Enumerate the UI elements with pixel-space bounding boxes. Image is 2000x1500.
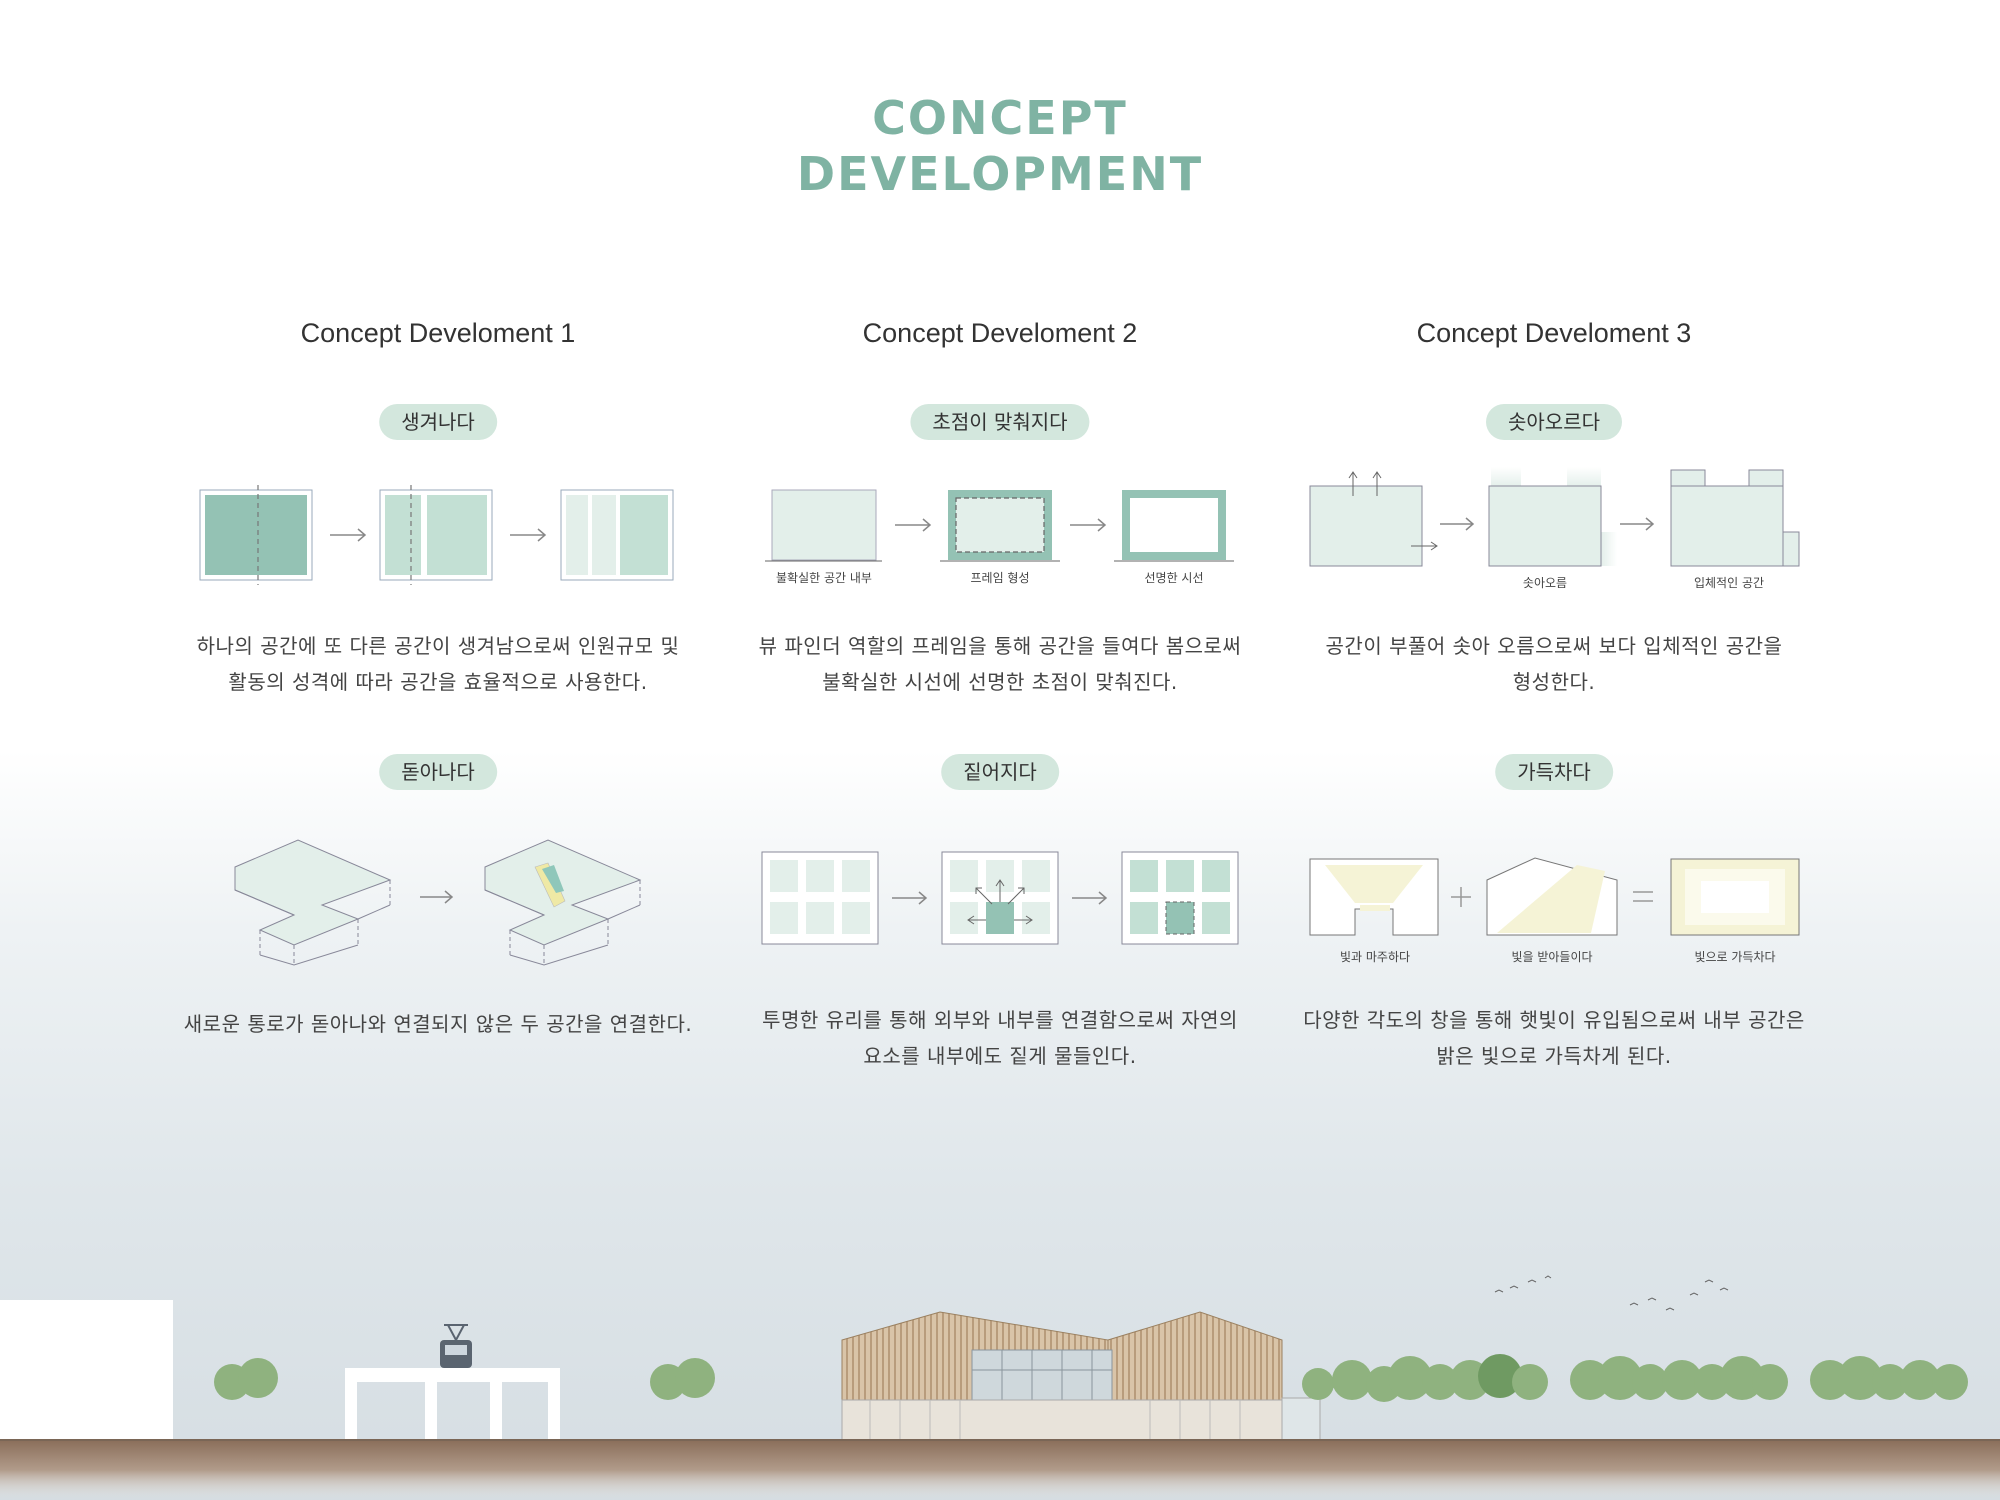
light-step-3 [1670, 858, 1800, 936]
column-title-1: Concept Develoment 1 [300, 318, 576, 348]
arrow-icon [892, 891, 928, 905]
title-line-2: DEVELOPMENT [796, 147, 1204, 201]
description-line: 하나의 공간에 또 다른 공간이 생겨남으로써 인원규모 및 [196, 634, 680, 658]
rise-step-1 [1309, 471, 1438, 567]
focus-step-2 [940, 490, 1060, 562]
deepen-step-3 [1121, 851, 1239, 945]
description-1-2: 새로운 통로가 돋아나와 연결되지 않은 두 공간을 연결한다. [178, 1006, 698, 1042]
description-3-1: 공간이 부풀어 솟아 오름으로써 보다 입체적인 공간을 형성한다. [1294, 628, 1814, 700]
keyword-pill-2-1: 초점이 맞춰지다 [910, 404, 1090, 440]
description-line: 투명한 유리를 통해 외부와 내부를 연결함으로써 자연의 [762, 1008, 1238, 1032]
keyword-pill-3-1: 솟아오르다 [1486, 404, 1622, 440]
tree-group [214, 1354, 1968, 1402]
page-title: CONCEPT DEVELOPMENT [0, 90, 2000, 202]
arrow-icon [330, 528, 367, 542]
deepen-step-2 [941, 851, 1059, 945]
diagram-fill-light: 빛과 마주하다 빛을 받아들이다 빛으로 가득차다 [1309, 857, 1800, 964]
sprout-step-2 [484, 839, 642, 966]
description-line: 새로운 통로가 돋아나와 연결되지 않은 두 공간을 연결한다. [183, 1012, 693, 1036]
description-line: 활동의 성격에 따라 공간을 효율적으로 사용한다. [228, 670, 648, 694]
plus-icon [1451, 887, 1471, 907]
focus-step-1 [765, 489, 882, 562]
tram-station [345, 1324, 560, 1442]
description-2-2: 투명한 유리를 통해 외부와 내부를 연결함으로써 자연의 요소를 내부에도 짙… [740, 1002, 1260, 1074]
description-line: 뷰 파인더 역할의 프레임을 통해 공간을 들여다 봄으로써 [758, 634, 1242, 658]
arrow-icon [420, 890, 454, 904]
description-line: 요소를 내부에도 짙게 물들인다. [863, 1044, 1137, 1068]
arrow-icon [1070, 518, 1107, 532]
description-line: 형성한다. [1512, 670, 1596, 694]
rise-step-2 [1488, 467, 1617, 567]
arrow-icon [1440, 517, 1475, 531]
caption-full-light: 빛으로 가득차다 [1694, 950, 1775, 964]
description-line: 불확실한 시선에 선명한 초점이 맞춰진다. [822, 670, 1178, 694]
left-building [0, 1300, 173, 1440]
description-line: 밝은 빛으로 가득차게 된다. [1436, 1044, 1672, 1068]
bird-flock [1494, 1275, 1729, 1311]
light-step-1 [1309, 858, 1439, 936]
description-3-2: 다양한 각도의 창을 통해 햇빛이 유입됨으로써 내부 공간은 밝은 빛으로 가… [1294, 1002, 1814, 1074]
title-line-1: CONCEPT [872, 91, 1128, 145]
diagram-deepen [761, 851, 1239, 945]
description-2-1: 뷰 파인더 역할의 프레임을 통해 공간을 들여다 봄으로써 불확실한 시선에 … [740, 628, 1260, 700]
column-title-2: Concept Develoment 2 [862, 318, 1138, 348]
caption-3d-space: 입체적인 공간 [1694, 576, 1764, 590]
description-line: 다양한 각도의 창을 통해 햇빛이 유입됨으로써 내부 공간은 [1303, 1008, 1805, 1032]
caption-receive-light: 빛을 받아들이다 [1511, 950, 1592, 964]
caption-clear-view: 선명한 시선 [1144, 571, 1203, 585]
emerge-step-1 [199, 485, 313, 585]
equals-icon [1633, 891, 1653, 902]
arrow-icon [1072, 891, 1108, 905]
focus-step-3 [1114, 490, 1234, 562]
diagram-emerge [199, 485, 674, 585]
caption-face-light: 빛과 마주하다 [1340, 950, 1410, 964]
description-line: 공간이 부풀어 솟아 오름으로써 보다 입체적인 공간을 [1325, 634, 1783, 658]
diagram-focus: 불확실한 공간 내부 프레임 형성 선명한 시선 [765, 489, 1234, 585]
diagram-rise: 솟아오름 입체적인 공간 [1309, 467, 1800, 590]
keyword-pill-3-2: 가득차다 [1495, 754, 1613, 790]
caption-rising: 솟아오름 [1523, 576, 1567, 590]
keyword-pill-1-2: 돋아나다 [379, 754, 497, 790]
column-title-3: Concept Develoment 3 [1416, 318, 1692, 348]
ground-soil [0, 1440, 2000, 1500]
rise-step-3 [1670, 469, 1800, 567]
emerge-step-3 [560, 489, 674, 581]
keyword-pill-2-2: 짙어지다 [941, 754, 1059, 790]
caption-frame: 프레임 형성 [970, 571, 1029, 585]
sprout-step-1 [234, 839, 392, 966]
elevation-illustration [0, 1275, 2000, 1500]
main-building [841, 1311, 1321, 1443]
diagram-sprout [234, 839, 642, 966]
deepen-step-1 [761, 851, 879, 945]
description-1-1: 하나의 공간에 또 다른 공간이 생겨남으로써 인원규모 및 활동의 성격에 따… [178, 628, 698, 700]
light-step-2 [1486, 857, 1618, 936]
arrow-icon [895, 518, 932, 532]
emerge-step-2 [379, 485, 493, 585]
keyword-pill-1-1: 생겨나다 [379, 404, 497, 440]
caption-unclear-space: 불확실한 공간 내부 [776, 571, 872, 585]
arrow-icon [1620, 517, 1655, 531]
arrow-icon [510, 528, 547, 542]
